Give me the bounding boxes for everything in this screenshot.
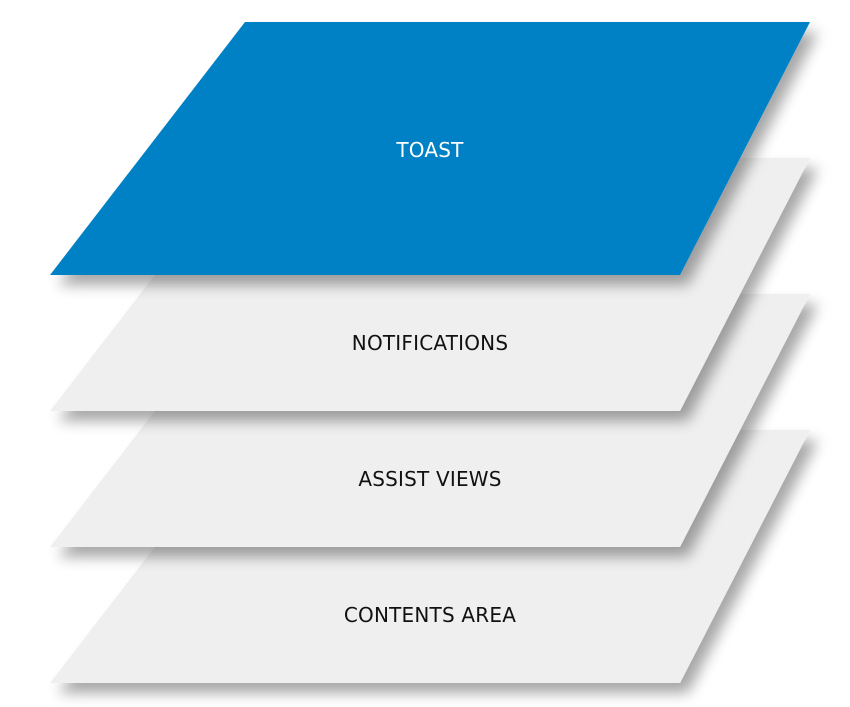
layer-label-assist-views: ASSIST VIEWS xyxy=(358,467,502,491)
layer-label-toast: TOAST xyxy=(396,138,464,162)
layer-toast xyxy=(50,22,810,275)
layer-label-notifications: NOTIFICATIONS xyxy=(351,331,509,355)
layer-label-contents-area: CONTENTS AREA xyxy=(343,603,517,627)
